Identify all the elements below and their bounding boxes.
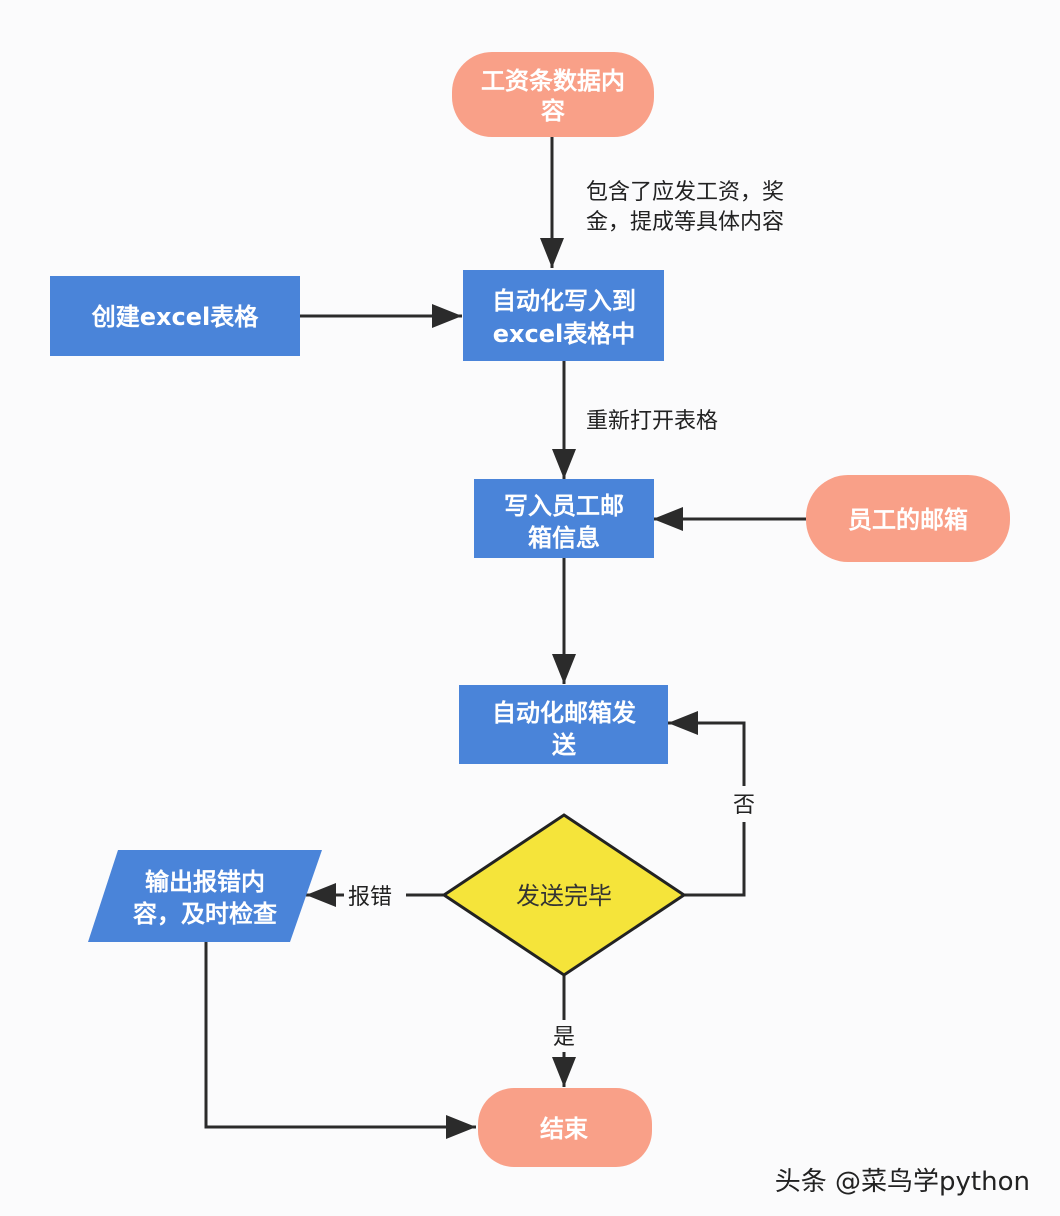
node-employee-email: 员工的邮箱 (806, 475, 1010, 562)
node-send-complete-decision: 发送完毕 (441, 813, 687, 977)
edge-labels: 包含了应发工资，奖 金，提成等具体内容 重新打开表格 否 报错 是 (344, 180, 784, 1052)
edge-label-yes: 是 (553, 1025, 575, 1050)
edge-label-error: 报错 (348, 885, 392, 910)
node-end: 结束 (478, 1088, 652, 1167)
node-create-excel-line1: 创建excel表格 (91, 303, 259, 331)
node-output-error: 输出报错内 容，及时检查 (88, 850, 322, 942)
edge-error-to-end (204, 942, 476, 1139)
node-email-info-line2: 箱信息 (528, 524, 600, 552)
edge-label-no: 否 (733, 793, 755, 818)
node-auto-write-line2: excel表格中 (493, 320, 636, 348)
node-employee-email-line1: 员工的邮箱 (848, 506, 968, 534)
edge-label-reopen: 重新打开表格 (586, 409, 718, 434)
node-end-line1: 结束 (540, 1115, 589, 1143)
node-output-error-line2: 容，及时检查 (133, 900, 277, 928)
edge-label-salary-line1: 包含了应发工资，奖 (586, 180, 784, 205)
node-auto-send-line1: 自动化邮箱发 (492, 699, 636, 727)
node-send-complete-line1: 发送完毕 (516, 882, 612, 910)
node-salary-data-line1: 工资条数据内 (481, 67, 625, 95)
edge-label-salary-line2: 金，提成等具体内容 (586, 210, 784, 235)
node-write-email-info: 写入员工邮 箱信息 (474, 479, 654, 558)
node-auto-write-line1: 自动化写入到 (492, 287, 636, 315)
watermark: 头条 @菜鸟学python (775, 1167, 1030, 1197)
node-output-error-line1: 输出报错内 (145, 868, 265, 896)
node-auto-write-excel: 自动化写入到 excel表格中 (463, 270, 664, 361)
node-salary-data-line2: 容 (541, 97, 565, 125)
node-salary-data: 工资条数据内 容 (452, 52, 654, 137)
node-auto-send-line2: 送 (552, 731, 577, 759)
node-create-excel: 创建excel表格 (50, 276, 300, 356)
node-email-info-line1: 写入员工邮 (504, 492, 624, 520)
node-auto-send-email: 自动化邮箱发 送 (459, 685, 668, 764)
